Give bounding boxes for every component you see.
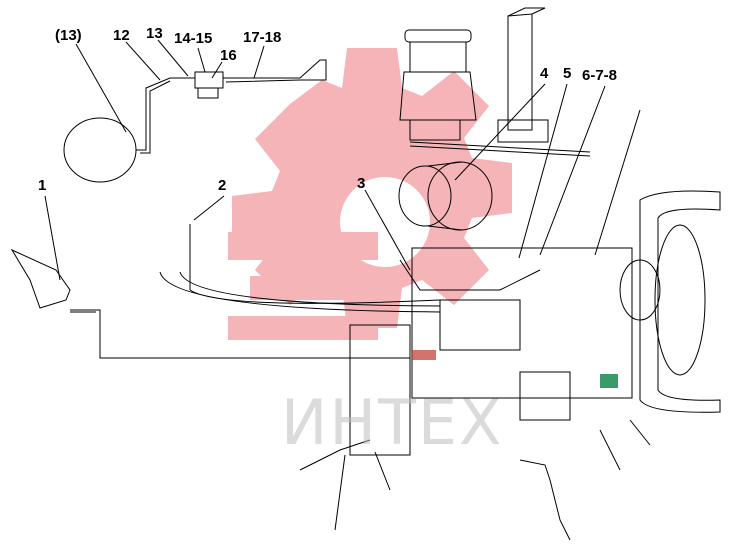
radiator-fan (639, 190, 721, 413)
fuel-pipe (136, 77, 200, 151)
callout-6-7-8: 6-7-8 (582, 67, 618, 84)
engine-block (411, 247, 633, 399)
callout-1: 1 (38, 177, 47, 194)
callout-13: 13 (146, 25, 163, 42)
callout-2: 2 (218, 177, 227, 194)
return-pipe (223, 59, 327, 83)
callout-4: 4 (540, 65, 549, 82)
callout-5: 5 (563, 65, 572, 82)
callout-13-paren: (13) (55, 27, 82, 44)
watermark-text: ИНТЕХ (281, 386, 504, 459)
fitting-marker (600, 374, 618, 388)
callout-17-18: 17-18 (243, 29, 282, 46)
fuel-tank (63, 117, 137, 183)
callout-14-15: 14-15 (174, 30, 213, 47)
callout-16: 16 (220, 47, 237, 64)
air-cleaner-cap (404, 29, 472, 43)
callout-3: 3 (357, 175, 366, 192)
line-art (10, 7, 721, 541)
pedal-assembly (10, 248, 71, 309)
exhaust-pipe (507, 13, 533, 131)
callout-12: 12 (113, 27, 130, 44)
watermark-gear-logo (228, 48, 512, 340)
